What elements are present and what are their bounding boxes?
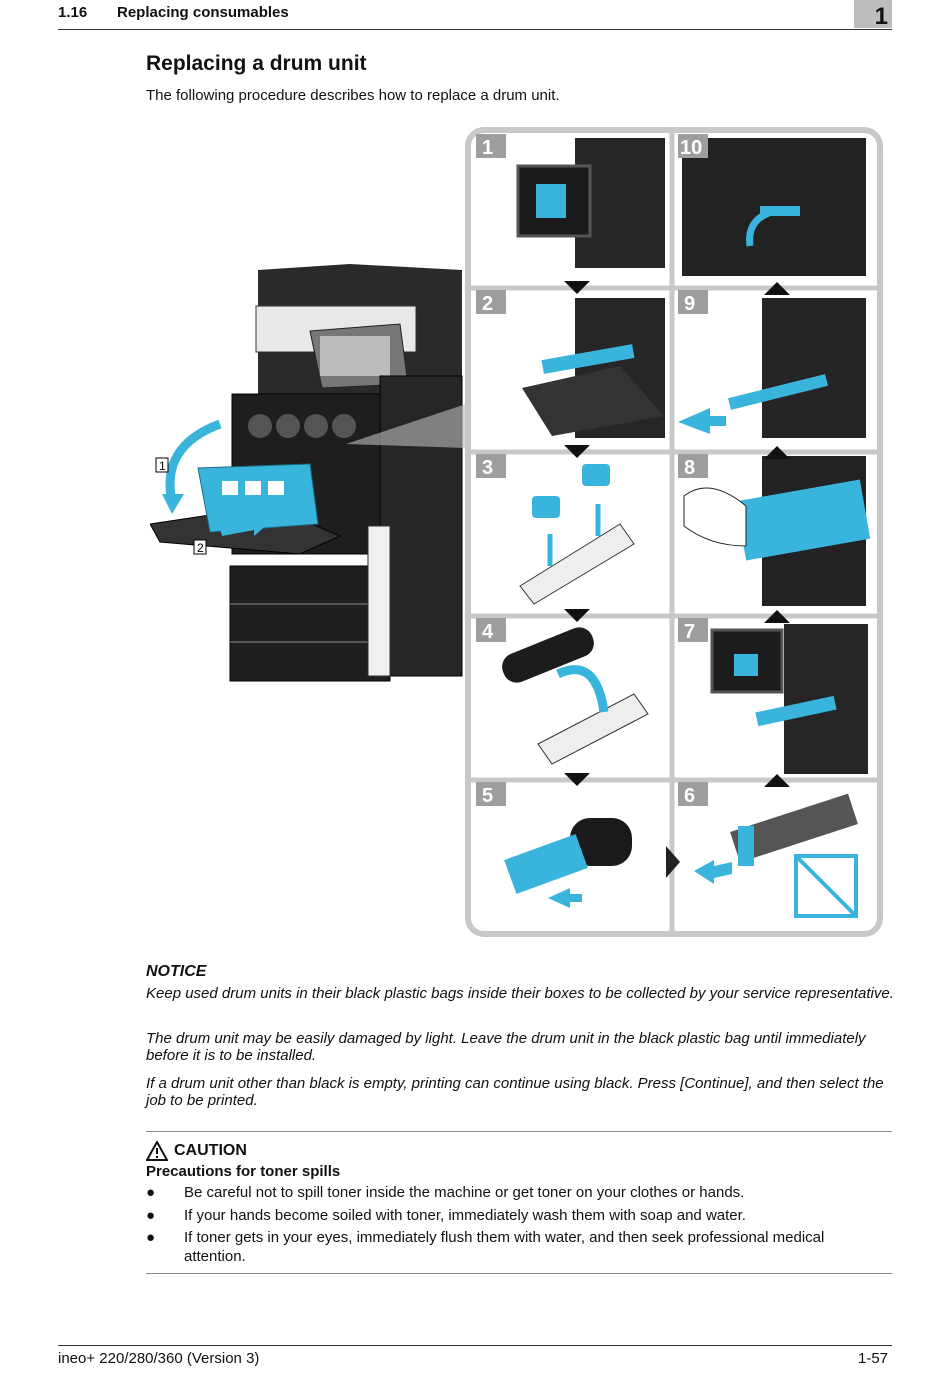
no-touch-icon [794, 854, 858, 918]
step-label-9: 9 [684, 293, 695, 315]
step-label-4: 4 [482, 621, 494, 643]
header-rule [58, 29, 892, 30]
footer-rule [58, 1345, 892, 1346]
callout-2-box [193, 539, 207, 555]
bullet-dot: ● [146, 1207, 156, 1224]
step-label-10: 10 [680, 137, 702, 159]
step-panel-5 [504, 818, 632, 908]
step-label-1: 1 [482, 137, 493, 159]
warning-triangle-icon [146, 1141, 168, 1161]
notice-paragraph: The drum unit may be easily damaged by l… [146, 1030, 866, 1064]
caution-heading: CAUTION [146, 1141, 247, 1161]
callout-2: 2 [197, 541, 204, 555]
step-badges [476, 134, 708, 806]
copier-illustration: 1 2 [149, 264, 466, 682]
page-title: Replacing a drum unit [146, 52, 367, 75]
notice-paragraph: If a drum unit other than black is empty… [146, 1075, 884, 1109]
step-panel-3 [519, 464, 635, 605]
notice-paragraph: Keep used drum units in their black plas… [146, 985, 894, 1002]
step-panel-4 [502, 627, 649, 765]
step-label-3: 3 [482, 457, 493, 479]
caution-label: CAUTION [174, 1142, 247, 1159]
caution-bottom-rule [146, 1273, 892, 1274]
notice-heading: NOTICE [146, 963, 207, 980]
callout-1-box [155, 457, 169, 473]
caution-subheading: Precautions for toner spills [146, 1163, 341, 1180]
callout-1: 1 [159, 459, 166, 473]
step-label-2: 2 [482, 293, 493, 315]
step-panel-10 [682, 138, 866, 276]
bullet-dot: ● [146, 1229, 156, 1246]
bullet-text: Be careful not to spill toner inside the… [184, 1184, 745, 1201]
step-panel-8 [683, 456, 871, 606]
illustration-svg: 1 2 [149, 127, 883, 937]
bullet-dot: ● [146, 1184, 156, 1201]
flow-arrows [564, 281, 790, 787]
footer-product: ineo+ 220/280/360 (Version 3) [58, 1350, 260, 1367]
page-number: 1-57 [858, 1350, 889, 1367]
drum-replacement-figure: 1 2 [149, 126, 885, 938]
step-panel-1 [516, 138, 665, 268]
step-label-7: 7 [684, 621, 695, 643]
step-panel-7 [710, 624, 868, 774]
step-label-5: 5 [482, 785, 493, 807]
step-panel-9 [678, 298, 866, 438]
bullet-text: If your hands become soiled with toner, … [184, 1207, 746, 1224]
bullet-text: If toner gets in your eyes, immediately … [184, 1229, 825, 1265]
step-label-8: 8 [684, 457, 695, 479]
step-panel-2 [522, 298, 665, 438]
step-panel-6 [666, 793, 858, 918]
step-label-6: 6 [684, 785, 695, 807]
chapter-tab: 1 [854, 0, 892, 30]
caution-top-rule [146, 1131, 892, 1132]
section-number: 1.16 [58, 4, 88, 21]
intro-text: The following procedure describes how to… [146, 87, 560, 104]
section-title: Replacing consumables [117, 4, 289, 21]
